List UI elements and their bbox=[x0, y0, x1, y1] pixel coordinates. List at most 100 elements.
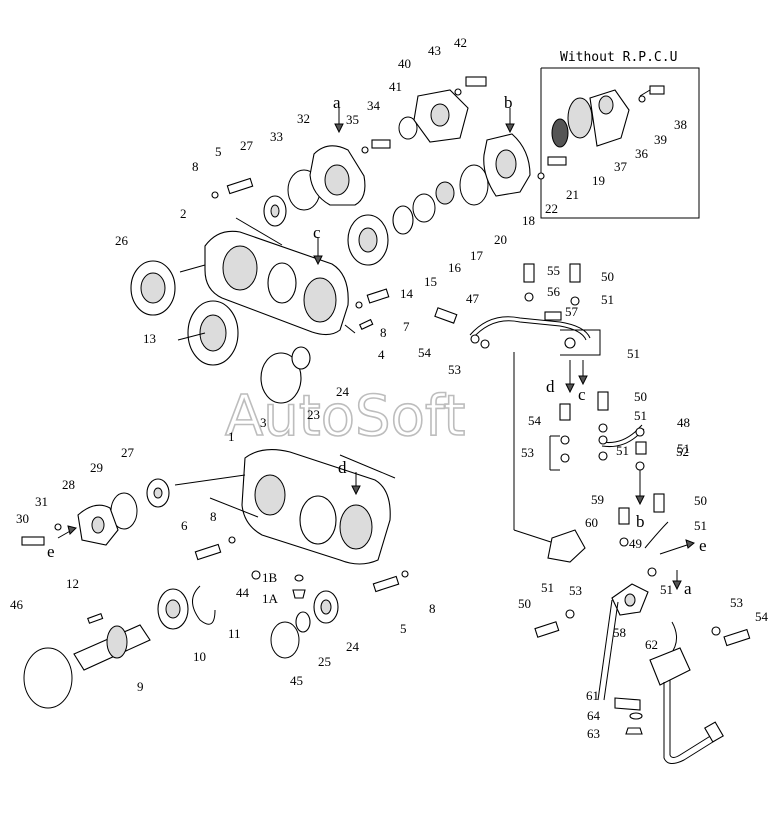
washer-31 bbox=[54, 523, 62, 531]
bolt-5a bbox=[226, 177, 254, 195]
nut-63 bbox=[625, 727, 643, 735]
label-49: 49 bbox=[629, 536, 642, 551]
label-57: 57 bbox=[565, 304, 579, 319]
o-ring-41 bbox=[398, 116, 418, 140]
label-2: 2 bbox=[180, 206, 187, 221]
label-29: 29 bbox=[90, 460, 103, 475]
label-53c: 53 bbox=[569, 583, 582, 598]
label-55: 55 bbox=[547, 263, 560, 278]
callout-letters: a a b b c c d d e e bbox=[47, 93, 707, 598]
label-54a: 54 bbox=[418, 345, 432, 360]
callout-b-right: b bbox=[636, 512, 645, 531]
bolt-54c bbox=[723, 628, 751, 647]
pin-4 bbox=[358, 318, 374, 330]
label-9: 9 bbox=[137, 679, 144, 694]
washer-8c bbox=[228, 536, 236, 544]
label-36: 36 bbox=[635, 146, 649, 161]
washer-56 bbox=[524, 292, 534, 302]
label-24b: 24 bbox=[346, 639, 360, 654]
label-50d: 50 bbox=[518, 596, 531, 611]
bolt-50b bbox=[597, 391, 609, 411]
valve-block bbox=[547, 529, 586, 563]
bolt-50d bbox=[534, 621, 560, 638]
label-27a: 27 bbox=[240, 138, 254, 153]
label-32: 32 bbox=[297, 111, 310, 126]
pipe-end bbox=[704, 721, 724, 743]
label-1b: 1B bbox=[262, 570, 278, 585]
label-10: 10 bbox=[193, 649, 206, 664]
washer-35 bbox=[361, 146, 369, 154]
label-20: 20 bbox=[494, 232, 507, 247]
label-11: 11 bbox=[228, 626, 241, 641]
label-1: 1 bbox=[228, 429, 235, 444]
bolt-50c bbox=[653, 493, 665, 513]
label-8d: 8 bbox=[429, 601, 436, 616]
block-62 bbox=[649, 647, 691, 686]
label-54c: 54 bbox=[755, 609, 769, 624]
label-53a: 53 bbox=[448, 362, 461, 377]
o-ring-46 bbox=[23, 647, 73, 709]
label-38: 38 bbox=[674, 117, 687, 132]
label-50c: 50 bbox=[694, 493, 707, 508]
label-35: 35 bbox=[346, 112, 359, 127]
lower-assembly bbox=[21, 449, 409, 709]
o-ring-45 bbox=[270, 621, 300, 659]
snap-ring-11 bbox=[192, 585, 216, 625]
plug-1a bbox=[292, 589, 306, 599]
inset-note: Without R.P.C.U bbox=[560, 50, 677, 65]
label-7: 7 bbox=[403, 319, 410, 334]
label-5a: 5 bbox=[215, 144, 222, 159]
washer-8a bbox=[211, 191, 219, 199]
label-51h: 51 bbox=[541, 580, 554, 595]
watermark-text: AutoSoft bbox=[225, 384, 466, 449]
cover-37 bbox=[567, 97, 593, 139]
washer-43 bbox=[454, 88, 462, 96]
callout-d-lower: d bbox=[338, 458, 347, 477]
rpcu-inset: Without R.P.C.U bbox=[540, 50, 700, 219]
bolt-42 bbox=[465, 76, 487, 87]
bolt-7 bbox=[366, 288, 390, 304]
washer-39 bbox=[638, 95, 646, 103]
bolt-34 bbox=[371, 139, 391, 149]
label-19: 19 bbox=[592, 173, 605, 188]
washer-1b bbox=[294, 574, 304, 582]
label-30: 30 bbox=[16, 511, 29, 526]
callout-c-top: c bbox=[313, 223, 321, 242]
callout-a-right: a bbox=[684, 579, 692, 598]
bolt-6 bbox=[194, 543, 222, 561]
label-44: 44 bbox=[236, 585, 250, 600]
label-28: 28 bbox=[62, 477, 75, 492]
label-51b: 51 bbox=[627, 346, 640, 361]
label-42: 42 bbox=[454, 35, 467, 50]
label-56: 56 bbox=[547, 284, 561, 299]
plug-44 bbox=[251, 570, 261, 580]
label-54b: 54 bbox=[528, 413, 542, 428]
washer-51a bbox=[570, 296, 580, 306]
lock-washer-16 bbox=[412, 193, 436, 223]
label-1a: 1A bbox=[262, 591, 279, 606]
callout-e-left: e bbox=[47, 542, 55, 561]
washer-60 bbox=[619, 537, 629, 547]
label-51g: 51 bbox=[660, 582, 673, 597]
callout-b-top: b bbox=[504, 93, 513, 112]
label-53b: 53 bbox=[521, 445, 534, 460]
label-51e: 51 bbox=[677, 441, 690, 456]
label-8a: 8 bbox=[192, 159, 199, 174]
bolt-54b bbox=[559, 403, 571, 421]
bolt-30 bbox=[21, 536, 45, 546]
label-15: 15 bbox=[424, 274, 437, 289]
label-60: 60 bbox=[585, 515, 598, 530]
bolt-54a bbox=[434, 307, 458, 324]
washer-22 bbox=[537, 172, 545, 180]
label-63: 63 bbox=[587, 726, 600, 741]
piping-assembly bbox=[434, 263, 751, 764]
label-14: 14 bbox=[400, 286, 414, 301]
key-12 bbox=[87, 613, 104, 624]
label-61: 61 bbox=[586, 688, 599, 703]
label-33: 33 bbox=[270, 129, 283, 144]
label-5b: 5 bbox=[400, 621, 407, 636]
pipe-47 bbox=[469, 316, 591, 339]
label-62: 62 bbox=[645, 637, 658, 652]
clamp-61 bbox=[614, 697, 641, 711]
